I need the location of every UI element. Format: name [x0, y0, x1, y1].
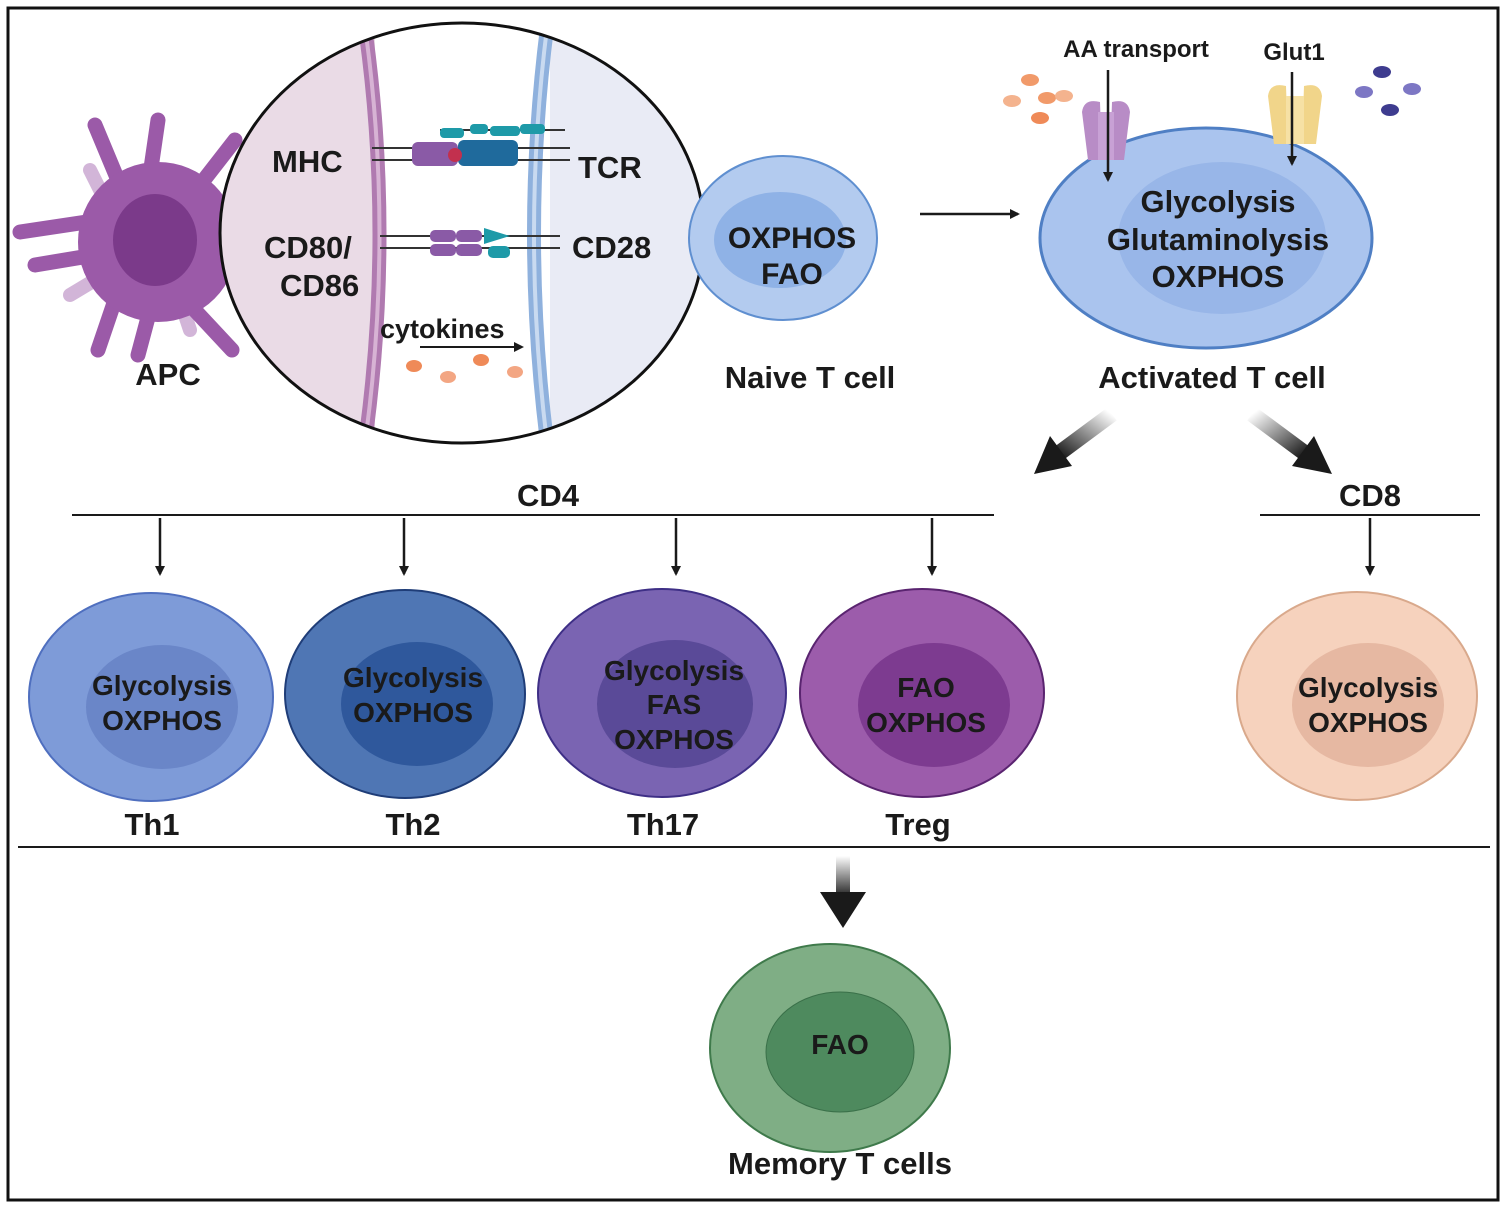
memory-metabolism-1: FAO — [811, 1029, 869, 1060]
branch-arrow-cd4 — [1034, 407, 1117, 474]
naive-t-cell — [688, 155, 878, 321]
naive-metabolism-1: OXPHOS — [728, 222, 856, 255]
naive-metabolism-2: FAO — [761, 258, 823, 291]
cd4-label: CD4 — [517, 478, 580, 513]
cytokine-dots — [406, 354, 523, 383]
cd8-cell — [1236, 591, 1478, 801]
cd8-metabolism-1: Glycolysis — [1298, 672, 1438, 703]
peptide-antigen — [448, 148, 462, 162]
glut1-label: Glut1 — [1263, 39, 1324, 66]
th2-label: Th2 — [385, 807, 440, 842]
cd8-metabolism-2: OXPHOS — [1308, 707, 1428, 738]
cytokines-label: cytokines — [380, 314, 505, 344]
tcr-label: TCR — [578, 150, 642, 185]
cd4-arrows — [155, 518, 937, 576]
apc-nucleus — [113, 194, 197, 286]
th2-metabolism-1: Glycolysis — [343, 662, 483, 693]
activated-t-cell — [1038, 126, 1374, 350]
aa-transporter — [1082, 101, 1130, 160]
naive-label: Naive T cell — [725, 360, 896, 395]
th1-metabolism-1: Glycolysis — [92, 670, 232, 701]
treg-cell — [799, 588, 1045, 798]
cd80-label-line2: CD86 — [280, 268, 359, 303]
glucose-dots — [1355, 66, 1421, 116]
apc-label: APC — [135, 357, 200, 392]
memory-t-cell — [709, 943, 951, 1153]
amino-acid-dots — [1003, 74, 1073, 124]
activated-metabolism-3: OXPHOS — [1152, 259, 1285, 294]
th17-metabolism-2: FAS — [647, 689, 701, 720]
cd80-label-line1: CD80/ — [264, 230, 352, 265]
cd28-label: CD28 — [572, 230, 651, 265]
activated-metabolism-1: Glycolysis — [1140, 184, 1295, 219]
treg-label: Treg — [885, 807, 950, 842]
memory-label: Memory T cells — [728, 1146, 952, 1181]
glut1-transporter — [1268, 85, 1322, 144]
figure-border — [6, 6, 1500, 1202]
th2-metabolism-2: OXPHOS — [353, 697, 473, 728]
cd8-label: CD8 — [1339, 478, 1401, 513]
apc-cell — [12, 112, 243, 363]
th1-label: Th1 — [124, 807, 179, 842]
th1-metabolism-2: OXPHOS — [102, 705, 222, 736]
cd80-cd28-complex — [380, 228, 560, 258]
treg-metabolism-2: OXPHOS — [866, 707, 986, 738]
mhc-tcr-complex — [372, 124, 570, 166]
activated-label: Activated T cell — [1098, 360, 1325, 395]
activated-metabolism-2: Glutaminolysis — [1107, 222, 1329, 257]
th2-cell — [284, 589, 526, 799]
th1-cell — [28, 592, 274, 802]
th17-metabolism-3: OXPHOS — [614, 724, 734, 755]
th17-cell — [537, 588, 787, 798]
memory-arrow — [820, 856, 866, 928]
mhc-label: MHC — [272, 144, 343, 179]
th17-label: Th17 — [627, 807, 699, 842]
branch-arrow-cd8 — [1247, 407, 1332, 474]
aa-transport-label: AA transport — [1063, 36, 1209, 63]
th17-metabolism-1: Glycolysis — [604, 655, 744, 686]
treg-metabolism-1: FAO — [897, 672, 955, 703]
